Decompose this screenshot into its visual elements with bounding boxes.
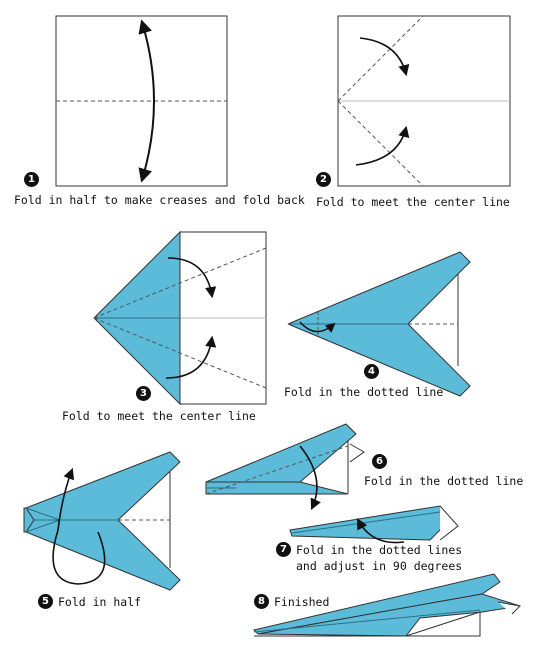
lower-fold-arrow — [165, 335, 217, 379]
nose-fold-arrow — [299, 321, 336, 333]
lower-fold-line — [93, 317, 267, 389]
step-8-badge: 8 — [254, 594, 269, 609]
step-7-badge: 7 — [276, 542, 291, 557]
step-1-badge: 1 — [24, 172, 39, 187]
upper-fold-arrow — [167, 257, 217, 299]
adjust-arrow — [356, 518, 405, 544]
step-3-badge: 3 — [136, 386, 151, 401]
step-3-caption: Fold to meet the center line — [62, 409, 256, 423]
step-7-caption-line2: and adjust in 90 degrees — [296, 559, 463, 573]
step-7-diagram — [289, 505, 459, 544]
step-3-diagram — [93, 230, 267, 406]
step-6-diagram — [205, 423, 365, 511]
folded-half-body — [205, 423, 357, 483]
upper-fold-line — [93, 247, 267, 319]
wing-fold-line — [205, 445, 349, 495]
step-5-caption: Fold in half — [58, 595, 142, 609]
step-4-badge: 4 — [364, 364, 379, 379]
upper-wing — [25, 451, 181, 521]
fold-back-arrow — [138, 19, 155, 183]
step-8-caption: Finished — [274, 595, 330, 609]
finished-plane-wing — [253, 573, 501, 635]
upper-fold-line — [337, 15, 424, 102]
step-2-badge: 2 — [316, 172, 331, 187]
step-6-caption: Fold in the dotted line — [364, 474, 524, 488]
step-4-diagram — [287, 251, 471, 397]
lower-fold-arrow — [355, 125, 410, 166]
step-7-caption: Fold in the dotted lines — [296, 543, 463, 557]
step-5-badge: 5 — [38, 594, 53, 609]
upper-wing — [287, 251, 471, 325]
step-8-diagram — [253, 573, 522, 637]
step-1-caption: Fold in half to make creases and fold ba… — [14, 193, 305, 207]
step-5-diagram — [23, 451, 181, 591]
upper-fold-arrow — [359, 37, 410, 77]
step-1-diagram — [55, 15, 228, 187]
wing-fold-arrow — [299, 445, 321, 511]
step-4-caption: Fold in the dotted line — [284, 385, 444, 399]
step-2-caption: Fold to meet the center line — [316, 195, 510, 209]
step-2-diagram — [337, 15, 511, 187]
step-6-badge: 6 — [372, 454, 387, 469]
fold-half-arrow — [52, 467, 106, 585]
lower-fold-line — [337, 100, 424, 187]
lower-wing — [25, 519, 181, 591]
